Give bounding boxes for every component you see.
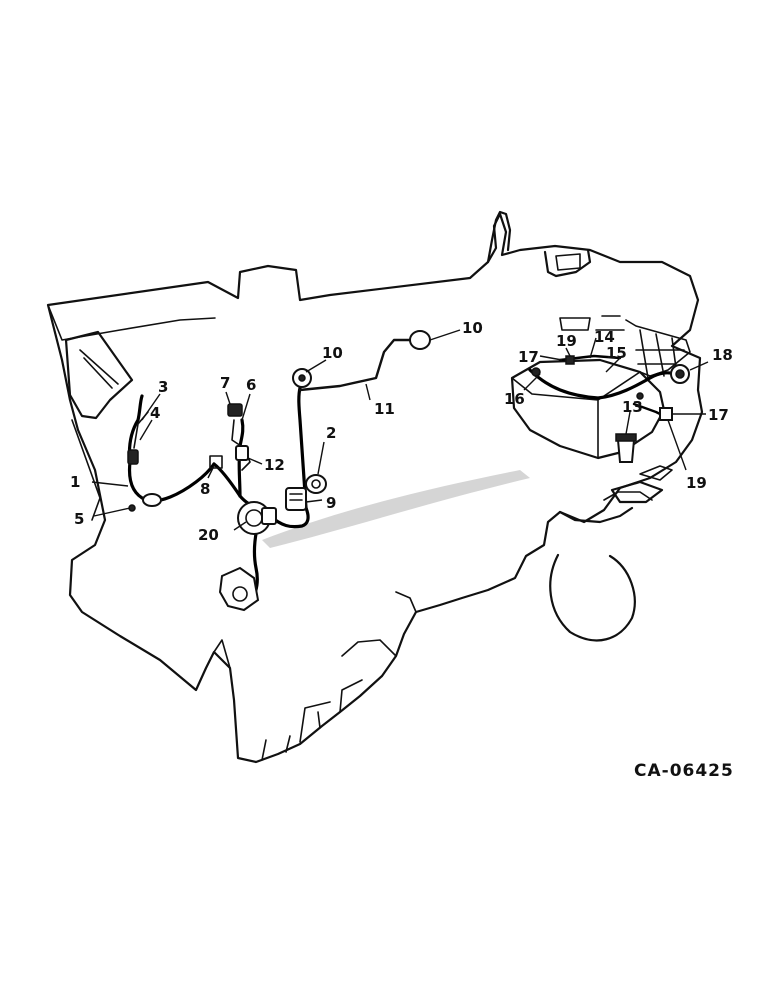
fuel-sender: [615, 433, 637, 463]
callout-9: 9: [326, 494, 336, 512]
callout-18: 18: [712, 346, 733, 364]
callout-7: 7: [220, 374, 230, 392]
callout-3: 3: [158, 378, 168, 396]
callout-labels: 1 2 3 4 5 6 7 8 9 10 10 11 12 13 14 15 1…: [70, 319, 733, 544]
callout-6: 6: [246, 376, 256, 394]
callout-2: 2: [326, 424, 336, 442]
starter-motor: [218, 566, 260, 612]
callout-11: 11: [374, 400, 395, 418]
callout-19a: 19: [556, 332, 577, 350]
wiring-harness: [127, 338, 678, 608]
callout-1: 1: [70, 473, 80, 491]
grommet: [128, 493, 162, 512]
switch-cluster: [209, 403, 251, 471]
horn: [305, 474, 327, 494]
work-light-left: [292, 368, 312, 388]
components: [127, 330, 690, 612]
callout-12: 12: [264, 456, 285, 474]
callout-5: 5: [74, 510, 84, 528]
relay: [285, 487, 307, 511]
callout-15: 15: [606, 344, 627, 362]
callout-20: 20: [198, 526, 219, 544]
leader-lines: [91, 329, 709, 531]
callout-16: 16: [504, 390, 525, 408]
callout-8: 8: [200, 480, 210, 498]
tractor-outline: [46, 210, 704, 764]
callout-17a: 17: [518, 348, 539, 366]
drawing-code: CA-06425: [634, 761, 734, 781]
callout-13: 13: [622, 398, 643, 416]
callout-10a: 10: [322, 344, 343, 362]
callout-14: 14: [594, 328, 615, 346]
tail-light: [670, 364, 690, 384]
alternator: [237, 501, 277, 535]
callout-4: 4: [150, 404, 160, 422]
callout-10b: 10: [462, 319, 483, 337]
callout-17b: 17: [708, 406, 729, 424]
callout-19b: 19: [686, 474, 707, 492]
work-light-right: [403, 330, 431, 350]
